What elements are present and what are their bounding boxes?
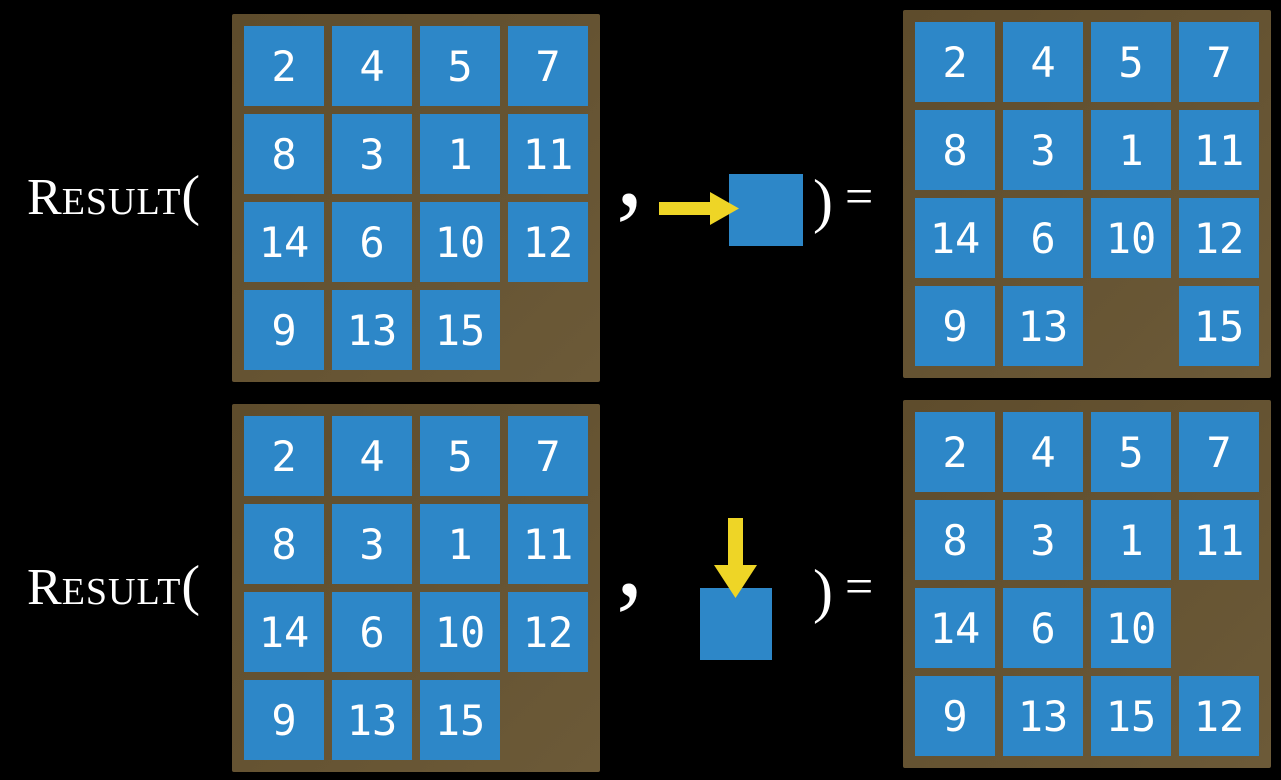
tile-8: 8 — [244, 504, 324, 584]
function-name-rest: ESULT — [61, 181, 182, 223]
tile-9: 9 — [244, 290, 324, 370]
tile-6: 6 — [332, 202, 412, 282]
tile-15: 15 — [420, 290, 500, 370]
tile-6: 6 — [332, 592, 412, 672]
arrow-right-icon — [659, 192, 739, 225]
tile-11: 11 — [508, 504, 588, 584]
tile-15: 15 — [1179, 286, 1259, 366]
move-down-action — [700, 518, 772, 660]
tile-8: 8 — [244, 114, 324, 194]
tile-14: 14 — [244, 592, 324, 672]
function-label: RESULT( — [27, 168, 200, 224]
comma-separator: , — [616, 497, 644, 619]
tile-7: 7 — [508, 26, 588, 106]
tile-2: 2 — [244, 416, 324, 496]
empty-cell — [508, 290, 588, 370]
tile-4: 4 — [332, 416, 412, 496]
tile-1: 1 — [1091, 110, 1171, 190]
tile-10: 10 — [420, 202, 500, 282]
function-name-initial: R — [27, 559, 62, 616]
empty-cell — [508, 680, 588, 760]
closing-symbols: )= — [813, 171, 873, 231]
moving-tile — [700, 588, 772, 660]
moving-tile — [729, 174, 803, 246]
tile-12: 12 — [1179, 676, 1259, 756]
tile-14: 14 — [915, 198, 995, 278]
tile-11: 11 — [1179, 500, 1259, 580]
empty-cell — [1091, 286, 1171, 366]
tile-10: 10 — [1091, 198, 1171, 278]
tile-5: 5 — [420, 416, 500, 496]
tile-4: 4 — [1003, 22, 1083, 102]
tile-5: 5 — [1091, 412, 1171, 492]
tile-2: 2 — [915, 412, 995, 492]
open-paren: ( — [181, 555, 201, 617]
tile-2: 2 — [915, 22, 995, 102]
tile-10: 10 — [420, 592, 500, 672]
tile-4: 4 — [332, 26, 412, 106]
equals-sign: = — [844, 168, 874, 224]
tile-3: 3 — [332, 504, 412, 584]
tile-11: 11 — [508, 114, 588, 194]
tile-3: 3 — [332, 114, 412, 194]
tile-12: 12 — [508, 202, 588, 282]
tile-13: 13 — [1003, 676, 1083, 756]
tile-8: 8 — [915, 500, 995, 580]
function-name-rest: ESULT — [61, 571, 182, 613]
tile-11: 11 — [1179, 110, 1259, 190]
close-paren: ) — [813, 558, 833, 624]
function-label: RESULT( — [27, 558, 200, 614]
closing-symbols: )= — [813, 561, 873, 621]
tile-6: 6 — [1003, 198, 1083, 278]
tile-7: 7 — [1179, 412, 1259, 492]
arrow-down-icon — [714, 518, 757, 598]
tile-15: 15 — [420, 680, 500, 760]
tile-2: 2 — [244, 26, 324, 106]
tile-9: 9 — [915, 286, 995, 366]
tile-12: 12 — [508, 592, 588, 672]
tile-5: 5 — [420, 26, 500, 106]
tile-1: 1 — [420, 114, 500, 194]
tile-5: 5 — [1091, 22, 1171, 102]
tile-1: 1 — [420, 504, 500, 584]
tile-13: 13 — [332, 290, 412, 370]
tile-13: 13 — [332, 680, 412, 760]
empty-cell — [1179, 588, 1259, 668]
tile-9: 9 — [244, 680, 324, 760]
open-paren: ( — [181, 165, 201, 227]
tile-14: 14 — [244, 202, 324, 282]
tile-8: 8 — [915, 110, 995, 190]
comma-separator: , — [616, 107, 644, 229]
tile-4: 4 — [1003, 412, 1083, 492]
tile-3: 3 — [1003, 110, 1083, 190]
tile-10: 10 — [1091, 588, 1171, 668]
tile-7: 7 — [1179, 22, 1259, 102]
tile-14: 14 — [915, 588, 995, 668]
tile-13: 13 — [1003, 286, 1083, 366]
tile-15: 15 — [1091, 676, 1171, 756]
tile-7: 7 — [508, 416, 588, 496]
close-paren: ) — [813, 168, 833, 234]
tile-3: 3 — [1003, 500, 1083, 580]
function-name-initial: R — [27, 169, 62, 226]
tile-1: 1 — [1091, 500, 1171, 580]
tile-9: 9 — [915, 676, 995, 756]
move-right-action — [659, 174, 804, 246]
tile-6: 6 — [1003, 588, 1083, 668]
tile-12: 12 — [1179, 198, 1259, 278]
equals-sign: = — [844, 558, 874, 614]
